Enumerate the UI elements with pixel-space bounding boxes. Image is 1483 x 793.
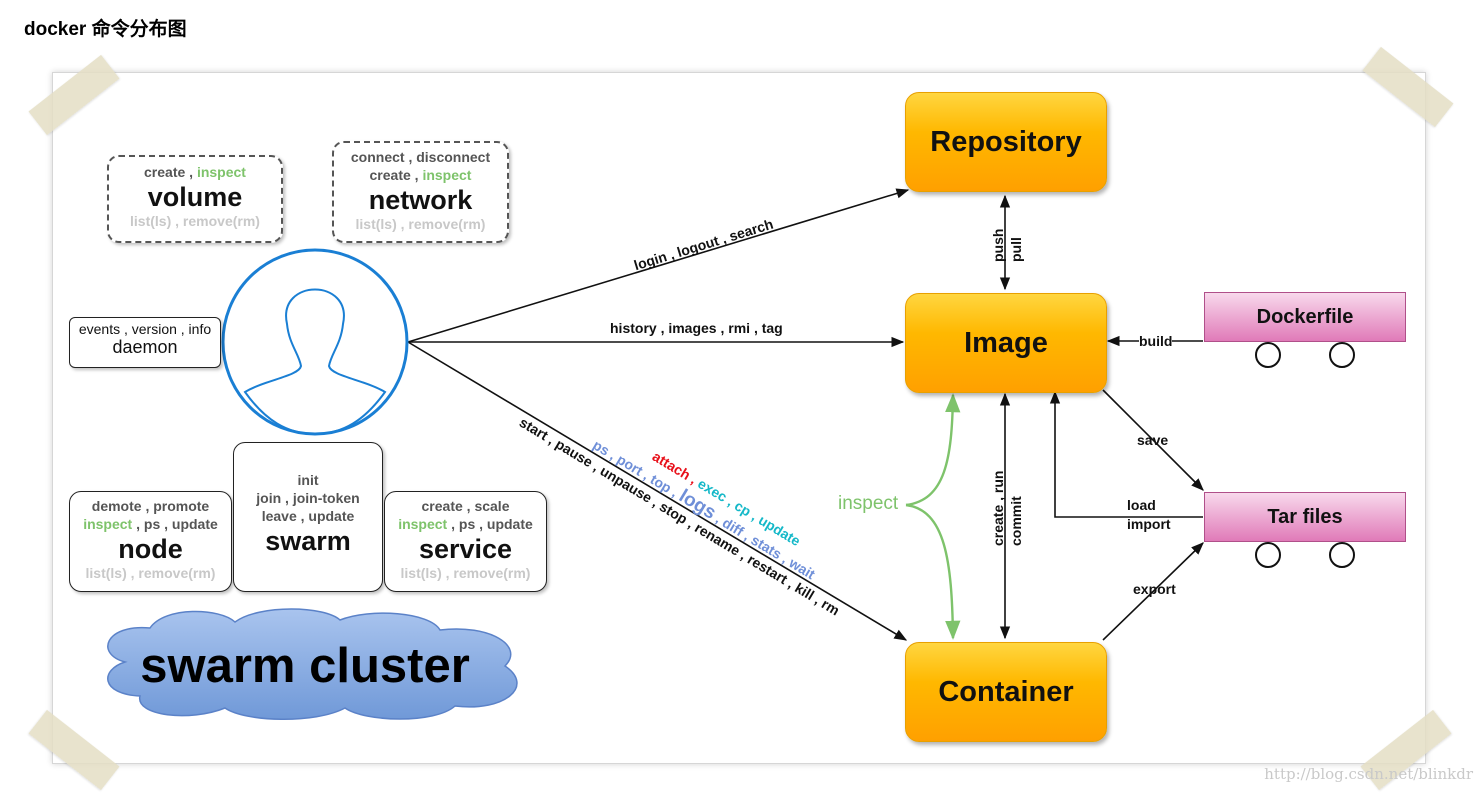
network-inspect: inspect	[422, 167, 472, 183]
edge-label-load: load	[1127, 497, 1156, 513]
dockerfile-node[interactable]: Dockerfile	[1204, 292, 1406, 342]
daemon-title: daemon	[112, 337, 178, 357]
person-icon	[243, 288, 387, 436]
edge-label-pull: pull	[1008, 237, 1024, 262]
volume-create: create	[144, 164, 186, 180]
edge-label-export: export	[1133, 581, 1176, 597]
volume-list: list(ls) , remove(rm)	[130, 213, 260, 229]
node-inspect: inspect	[83, 516, 133, 532]
tarfiles-wheel-left	[1255, 542, 1281, 568]
service-inspect: inspect	[398, 516, 448, 532]
network-connect: connect , disconnect	[350, 149, 491, 165]
node-line1: demote , promote	[91, 498, 210, 514]
daemon-commands: events , version , info	[78, 321, 212, 337]
network-sep: ,	[410, 167, 423, 183]
service-rest: , ps , update	[447, 516, 533, 532]
service-list: list(ls) , remove(rm)	[400, 565, 531, 581]
watermark: http://blog.csdn.net/blinkdr	[1264, 765, 1473, 783]
volume-title: volume	[147, 182, 243, 212]
dockerfile-label: Dockerfile	[1256, 305, 1354, 328]
edge-label-import: import	[1127, 516, 1171, 532]
repository-node[interactable]: Repository	[905, 92, 1107, 192]
user-avatar	[221, 248, 409, 436]
volume-inspect: inspect	[196, 164, 246, 180]
image-node[interactable]: Image	[905, 293, 1107, 393]
edge-label-history: history , images , rmi , tag	[610, 320, 783, 336]
edge-label-create-run: create , run	[990, 470, 1006, 546]
volume-sep: ,	[185, 164, 197, 180]
service-line1: create , scale	[421, 498, 510, 514]
node-rest: , ps , update	[132, 516, 218, 532]
page-title: docker 命令分布图	[24, 19, 187, 40]
edge-label-push: push	[990, 228, 1006, 262]
node-title: node	[118, 534, 183, 564]
network-title: network	[368, 185, 473, 215]
swarm-leave: leave , update	[261, 508, 355, 524]
edge-export	[1102, 542, 1204, 641]
edge-start	[407, 341, 908, 641]
edge-load-import	[1049, 390, 1203, 518]
dockerfile-wheel-left	[1255, 342, 1281, 368]
daemon-box: events , version , info daemon	[69, 317, 221, 368]
swarm-init: init	[297, 472, 319, 488]
volume-box: create , inspect volume list(ls) , remov…	[107, 155, 283, 243]
swarm-title: swarm	[265, 526, 351, 556]
node-box: demote , promote inspect , ps , update n…	[69, 491, 232, 592]
edge-label-save: save	[1137, 432, 1169, 448]
swarm-cluster-cloud	[107, 608, 518, 720]
repository-label: Repository	[930, 125, 1082, 158]
edge-inspect-down	[905, 503, 961, 640]
container-label: Container	[938, 675, 1074, 708]
edge-label-build: build	[1139, 333, 1173, 349]
node-list: list(ls) , remove(rm)	[85, 565, 216, 581]
tarfiles-wheel-right	[1329, 542, 1355, 568]
network-create: create	[369, 167, 411, 183]
container-node[interactable]: Container	[905, 642, 1107, 742]
edge-save	[1102, 389, 1204, 491]
edge-inspect-up	[905, 393, 961, 507]
tarfiles-node[interactable]: Tar files	[1204, 492, 1406, 542]
network-list: list(ls) , remove(rm)	[355, 216, 486, 232]
edge-label-commit: commit	[1008, 496, 1024, 546]
service-title: service	[418, 534, 513, 564]
edge-login	[407, 188, 910, 343]
dockerfile-wheel-right	[1329, 342, 1355, 368]
swarm-join: join , join-token	[256, 490, 360, 506]
tarfiles-label: Tar files	[1267, 505, 1343, 528]
swarm-box: init join , join-token leave , update sw…	[233, 442, 383, 592]
service-box: create , scale inspect , ps , update ser…	[384, 491, 547, 592]
swarm-cluster-label: swarm cluster	[140, 639, 470, 693]
image-label: Image	[964, 326, 1048, 359]
network-box: connect , disconnect create , inspect ne…	[332, 141, 509, 243]
edge-label-inspect: inspect	[838, 493, 899, 514]
